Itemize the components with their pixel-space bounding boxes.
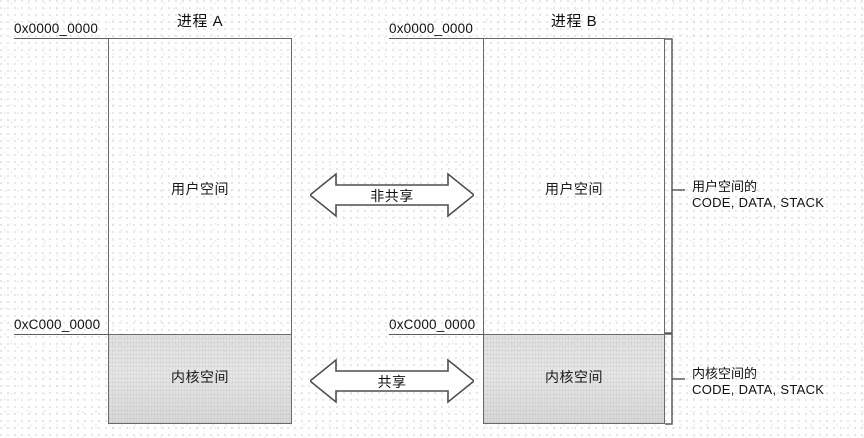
kernel-space-bracket xyxy=(663,333,689,425)
process-b-title: 进程 B xyxy=(550,13,598,30)
process-b-kernel-space: 内核空间 xyxy=(484,334,664,423)
process-b-user-space-label: 用户空间 xyxy=(545,181,603,197)
process-a-split-address-rule xyxy=(14,334,109,335)
process-b-split-address: 0xC000_0000 xyxy=(389,317,476,332)
double-arrow-icon xyxy=(310,172,474,218)
process-a-user-space: 用户空间 xyxy=(109,39,291,334)
process-a-memory-box: 用户空间 内核空间 xyxy=(108,38,292,424)
process-a-user-space-label: 用户空间 xyxy=(171,181,229,197)
process-b-memory-box: 用户空间 内核空间 xyxy=(483,38,665,424)
curly-bracket-icon xyxy=(665,333,685,425)
process-a-kernel-space: 内核空间 xyxy=(109,334,291,423)
user-space-annotation-line1: 用户空间的 xyxy=(692,179,758,194)
user-space-relation-arrow: 非共享 xyxy=(310,172,474,218)
kernel-space-relation-arrow: 共享 xyxy=(310,358,474,404)
user-space-annotation-line2: CODE, DATA, STACK xyxy=(692,195,825,210)
kernel-space-annotation-line2: CODE, DATA, STACK xyxy=(692,382,825,397)
process-a-split-address: 0xC000_0000 xyxy=(14,317,101,332)
process-b-split-address-rule xyxy=(389,334,484,335)
double-arrow-icon xyxy=(310,358,474,404)
kernel-space-relation-label: 共享 xyxy=(377,374,407,390)
user-space-annotation: 用户空间的 CODE, DATA, STACK xyxy=(692,179,824,211)
process-a-kernel-space-label: 内核空间 xyxy=(171,369,229,385)
process-b-top-address-rule xyxy=(389,38,484,39)
process-a-top-address: 0x0000_0000 xyxy=(14,21,99,36)
process-b-top-address: 0x0000_0000 xyxy=(389,21,474,36)
user-space-bracket xyxy=(663,38,689,334)
curly-bracket-icon xyxy=(665,38,685,334)
process-b-kernel-space-label: 内核空间 xyxy=(545,369,603,385)
kernel-space-annotation-line1: 内核空间的 xyxy=(692,366,758,381)
process-a-top-address-rule xyxy=(14,38,109,39)
kernel-space-annotation: 内核空间的 CODE, DATA, STACK xyxy=(692,366,824,398)
process-a-title: 进程 A xyxy=(176,13,224,30)
user-space-relation-label: 非共享 xyxy=(370,188,414,204)
process-b-user-space: 用户空间 xyxy=(484,39,664,334)
